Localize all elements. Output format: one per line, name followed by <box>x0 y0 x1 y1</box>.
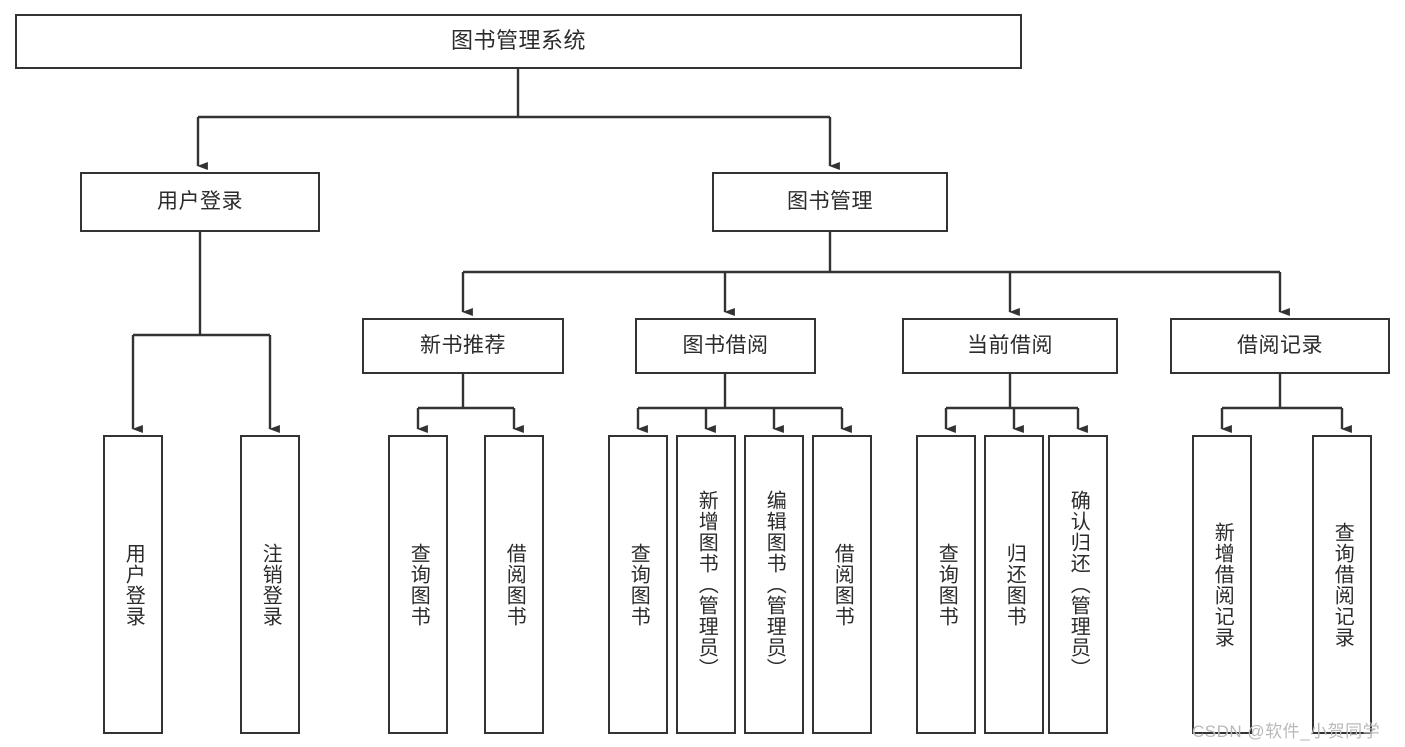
node-leaf-0[interactable]: 用户登录 <box>103 435 163 734</box>
node-level2-1-label: 图书借阅 <box>682 334 769 358</box>
node-leaf-3[interactable]: 借阅图书 <box>484 435 544 734</box>
node-level1-1-label: 图书管理 <box>787 190 873 214</box>
node-leaf-6[interactable]: 编辑图书（管理员） <box>744 435 804 734</box>
node-leaf-7[interactable]: 借阅图书 <box>812 435 872 734</box>
node-root[interactable]: 图书管理系统 <box>15 14 1022 69</box>
node-leaf-7-label: 借阅图书 <box>831 542 854 627</box>
node-leaf-1[interactable]: 注销登录 <box>240 435 300 734</box>
node-leaf-8[interactable]: 查询图书 <box>916 435 976 734</box>
node-leaf-11-label: 新增借阅记录 <box>1211 521 1234 648</box>
node-level1-1[interactable]: 图书管理 <box>712 172 948 232</box>
node-level2-0[interactable]: 新书推荐 <box>362 318 564 374</box>
node-leaf-3-label: 借阅图书 <box>503 542 526 627</box>
node-leaf-8-label: 查询图书 <box>935 542 958 627</box>
node-leaf-10-label: 确认归还（管理员） <box>1067 490 1090 679</box>
node-leaf-6-label: 编辑图书（管理员） <box>763 490 786 679</box>
node-root-label: 图书管理系统 <box>450 28 586 54</box>
node-leaf-2-label: 查询图书 <box>407 542 430 627</box>
node-level2-1[interactable]: 图书借阅 <box>635 318 816 374</box>
node-leaf-12[interactable]: 查询借阅记录 <box>1312 435 1372 734</box>
node-level2-3-label: 借阅记录 <box>1237 334 1323 358</box>
node-level1-0[interactable]: 用户登录 <box>80 172 320 232</box>
node-leaf-0-label: 用户登录 <box>122 542 145 627</box>
node-leaf-9-label: 归还图书 <box>1003 542 1026 627</box>
node-leaf-5[interactable]: 新增图书（管理员） <box>676 435 736 734</box>
node-level2-2-label: 当前借阅 <box>967 334 1053 358</box>
node-leaf-9[interactable]: 归还图书 <box>984 435 1044 734</box>
node-leaf-10[interactable]: 确认归还（管理员） <box>1048 435 1108 734</box>
node-leaf-4[interactable]: 查询图书 <box>608 435 668 734</box>
node-leaf-12-label: 查询借阅记录 <box>1331 521 1354 648</box>
node-level2-0-label: 新书推荐 <box>420 334 506 358</box>
node-level2-3[interactable]: 借阅记录 <box>1170 318 1390 374</box>
node-leaf-11[interactable]: 新增借阅记录 <box>1192 435 1252 734</box>
node-leaf-2[interactable]: 查询图书 <box>388 435 448 734</box>
node-leaf-5-label: 新增图书（管理员） <box>695 490 718 679</box>
node-level1-0-label: 用户登录 <box>157 190 243 214</box>
node-leaf-1-label: 注销登录 <box>259 542 282 627</box>
node-level2-2[interactable]: 当前借阅 <box>902 318 1118 374</box>
node-leaf-4-label: 查询图书 <box>627 542 650 627</box>
